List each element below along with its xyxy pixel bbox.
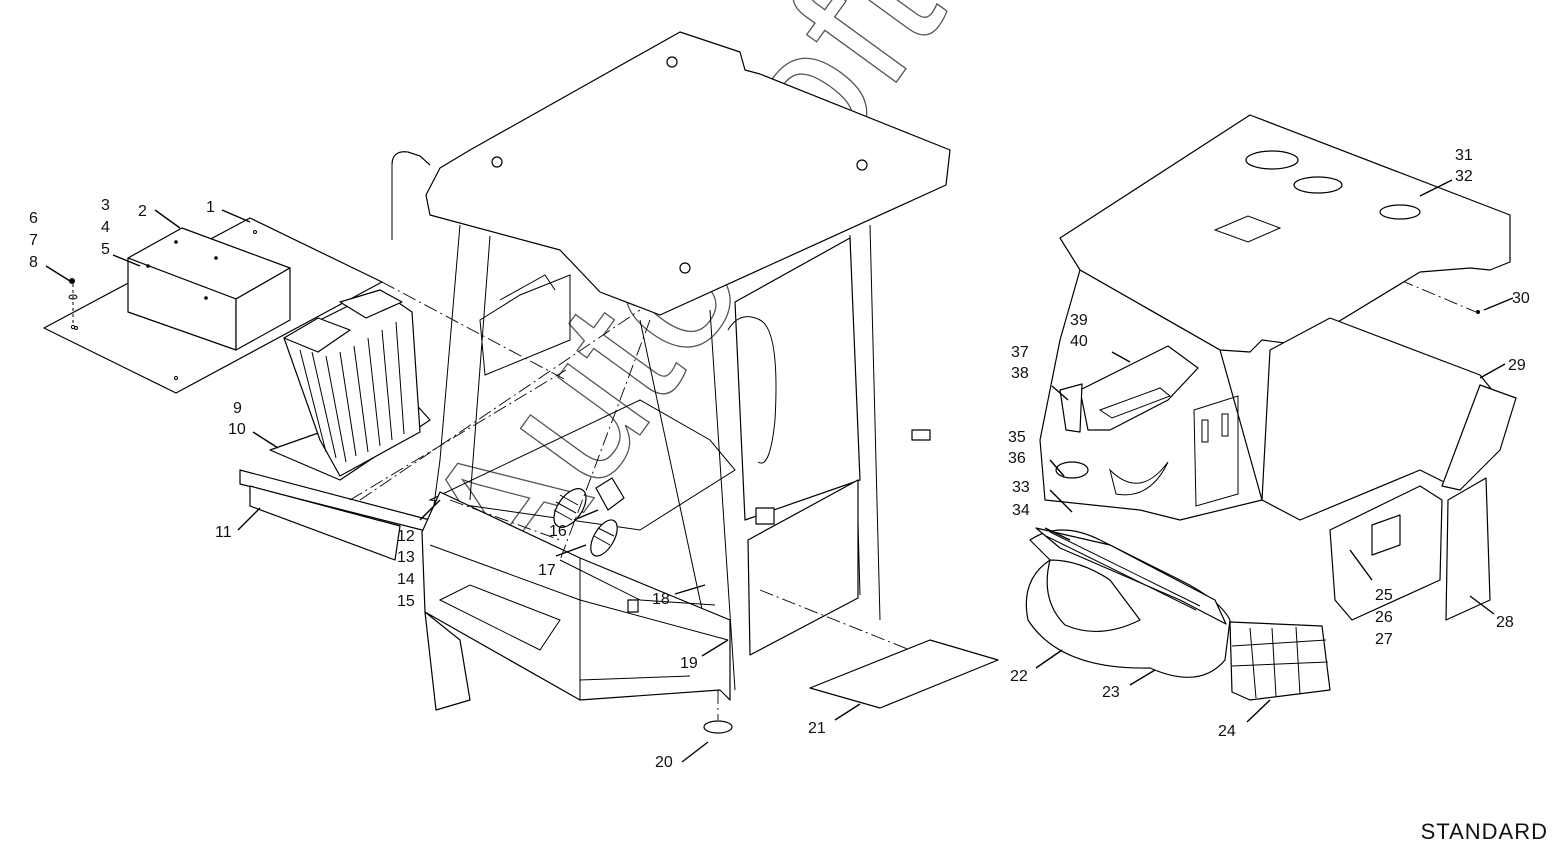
callout-33: 33 — [1012, 479, 1030, 496]
callout-36: 36 — [1008, 450, 1026, 467]
trim-panel-part-29 — [1261, 317, 1501, 521]
callout-30: 30 — [1512, 290, 1530, 307]
callout-labels: 1 2 3 4 5 6 7 8 9 10 11 12 13 14 15 16 1… — [29, 147, 1530, 771]
callout-25: 25 — [1375, 587, 1393, 604]
callout-34: 34 — [1012, 502, 1030, 519]
callout-2: 2 — [138, 203, 147, 220]
callout-12: 12 — [397, 528, 415, 545]
callout-32: 32 — [1455, 168, 1473, 185]
floor-mat-part-21 — [809, 639, 999, 709]
callout-26: 26 — [1375, 609, 1393, 626]
callout-38: 38 — [1011, 365, 1029, 382]
callout-11: 11 — [215, 524, 232, 541]
cab-door — [734, 237, 861, 521]
cab-roof — [425, 31, 951, 316]
callout-40: 40 — [1070, 333, 1088, 350]
callout-31: 31 — [1455, 147, 1473, 164]
cab-front-panel — [421, 491, 731, 701]
pedals — [553, 477, 625, 557]
callout-13: 13 — [397, 549, 415, 566]
callout-16: 16 — [549, 523, 567, 540]
callout-20: 20 — [655, 754, 673, 771]
callout-5: 5 — [101, 241, 110, 258]
center-lines — [349, 279, 1477, 651]
callout-6: 6 — [29, 210, 38, 227]
callout-17: 17 — [538, 562, 556, 579]
callout-19: 19 — [680, 655, 698, 672]
callout-39: 39 — [1070, 312, 1088, 329]
left-parts-group — [43, 217, 431, 561]
floor-trim-part-24 — [1229, 621, 1331, 701]
callout-15: 15 — [397, 593, 415, 610]
callout-3: 3 — [101, 197, 110, 214]
callout-22: 22 — [1010, 668, 1028, 685]
callout-4: 4 — [101, 219, 110, 236]
callout-21: 21 — [808, 720, 826, 737]
callout-8: 8 — [29, 254, 38, 271]
callout-35: 35 — [1008, 429, 1026, 446]
plug-part-20 — [703, 720, 733, 734]
side-trim-part-25 — [1329, 485, 1443, 621]
callout-7: 7 — [29, 232, 38, 249]
right-parts-group — [1025, 114, 1517, 701]
callout-23: 23 — [1102, 684, 1120, 701]
callout-24: 24 — [1218, 723, 1236, 740]
callout-37: 37 — [1011, 344, 1029, 361]
leader-lines — [45, 179, 1514, 763]
callout-10: 10 — [228, 421, 246, 438]
callout-29: 29 — [1508, 357, 1526, 374]
callout-27: 27 — [1375, 631, 1393, 648]
duct-part-39 — [1079, 345, 1199, 431]
callout-28: 28 — [1496, 614, 1514, 631]
callout-14: 14 — [397, 571, 415, 588]
callout-1: 1 — [206, 199, 215, 216]
callout-9: 9 — [233, 400, 242, 417]
variant-label: STANDARD — [1420, 819, 1548, 844]
callout-18: 18 — [652, 591, 670, 608]
cab-assembly — [391, 31, 999, 734]
